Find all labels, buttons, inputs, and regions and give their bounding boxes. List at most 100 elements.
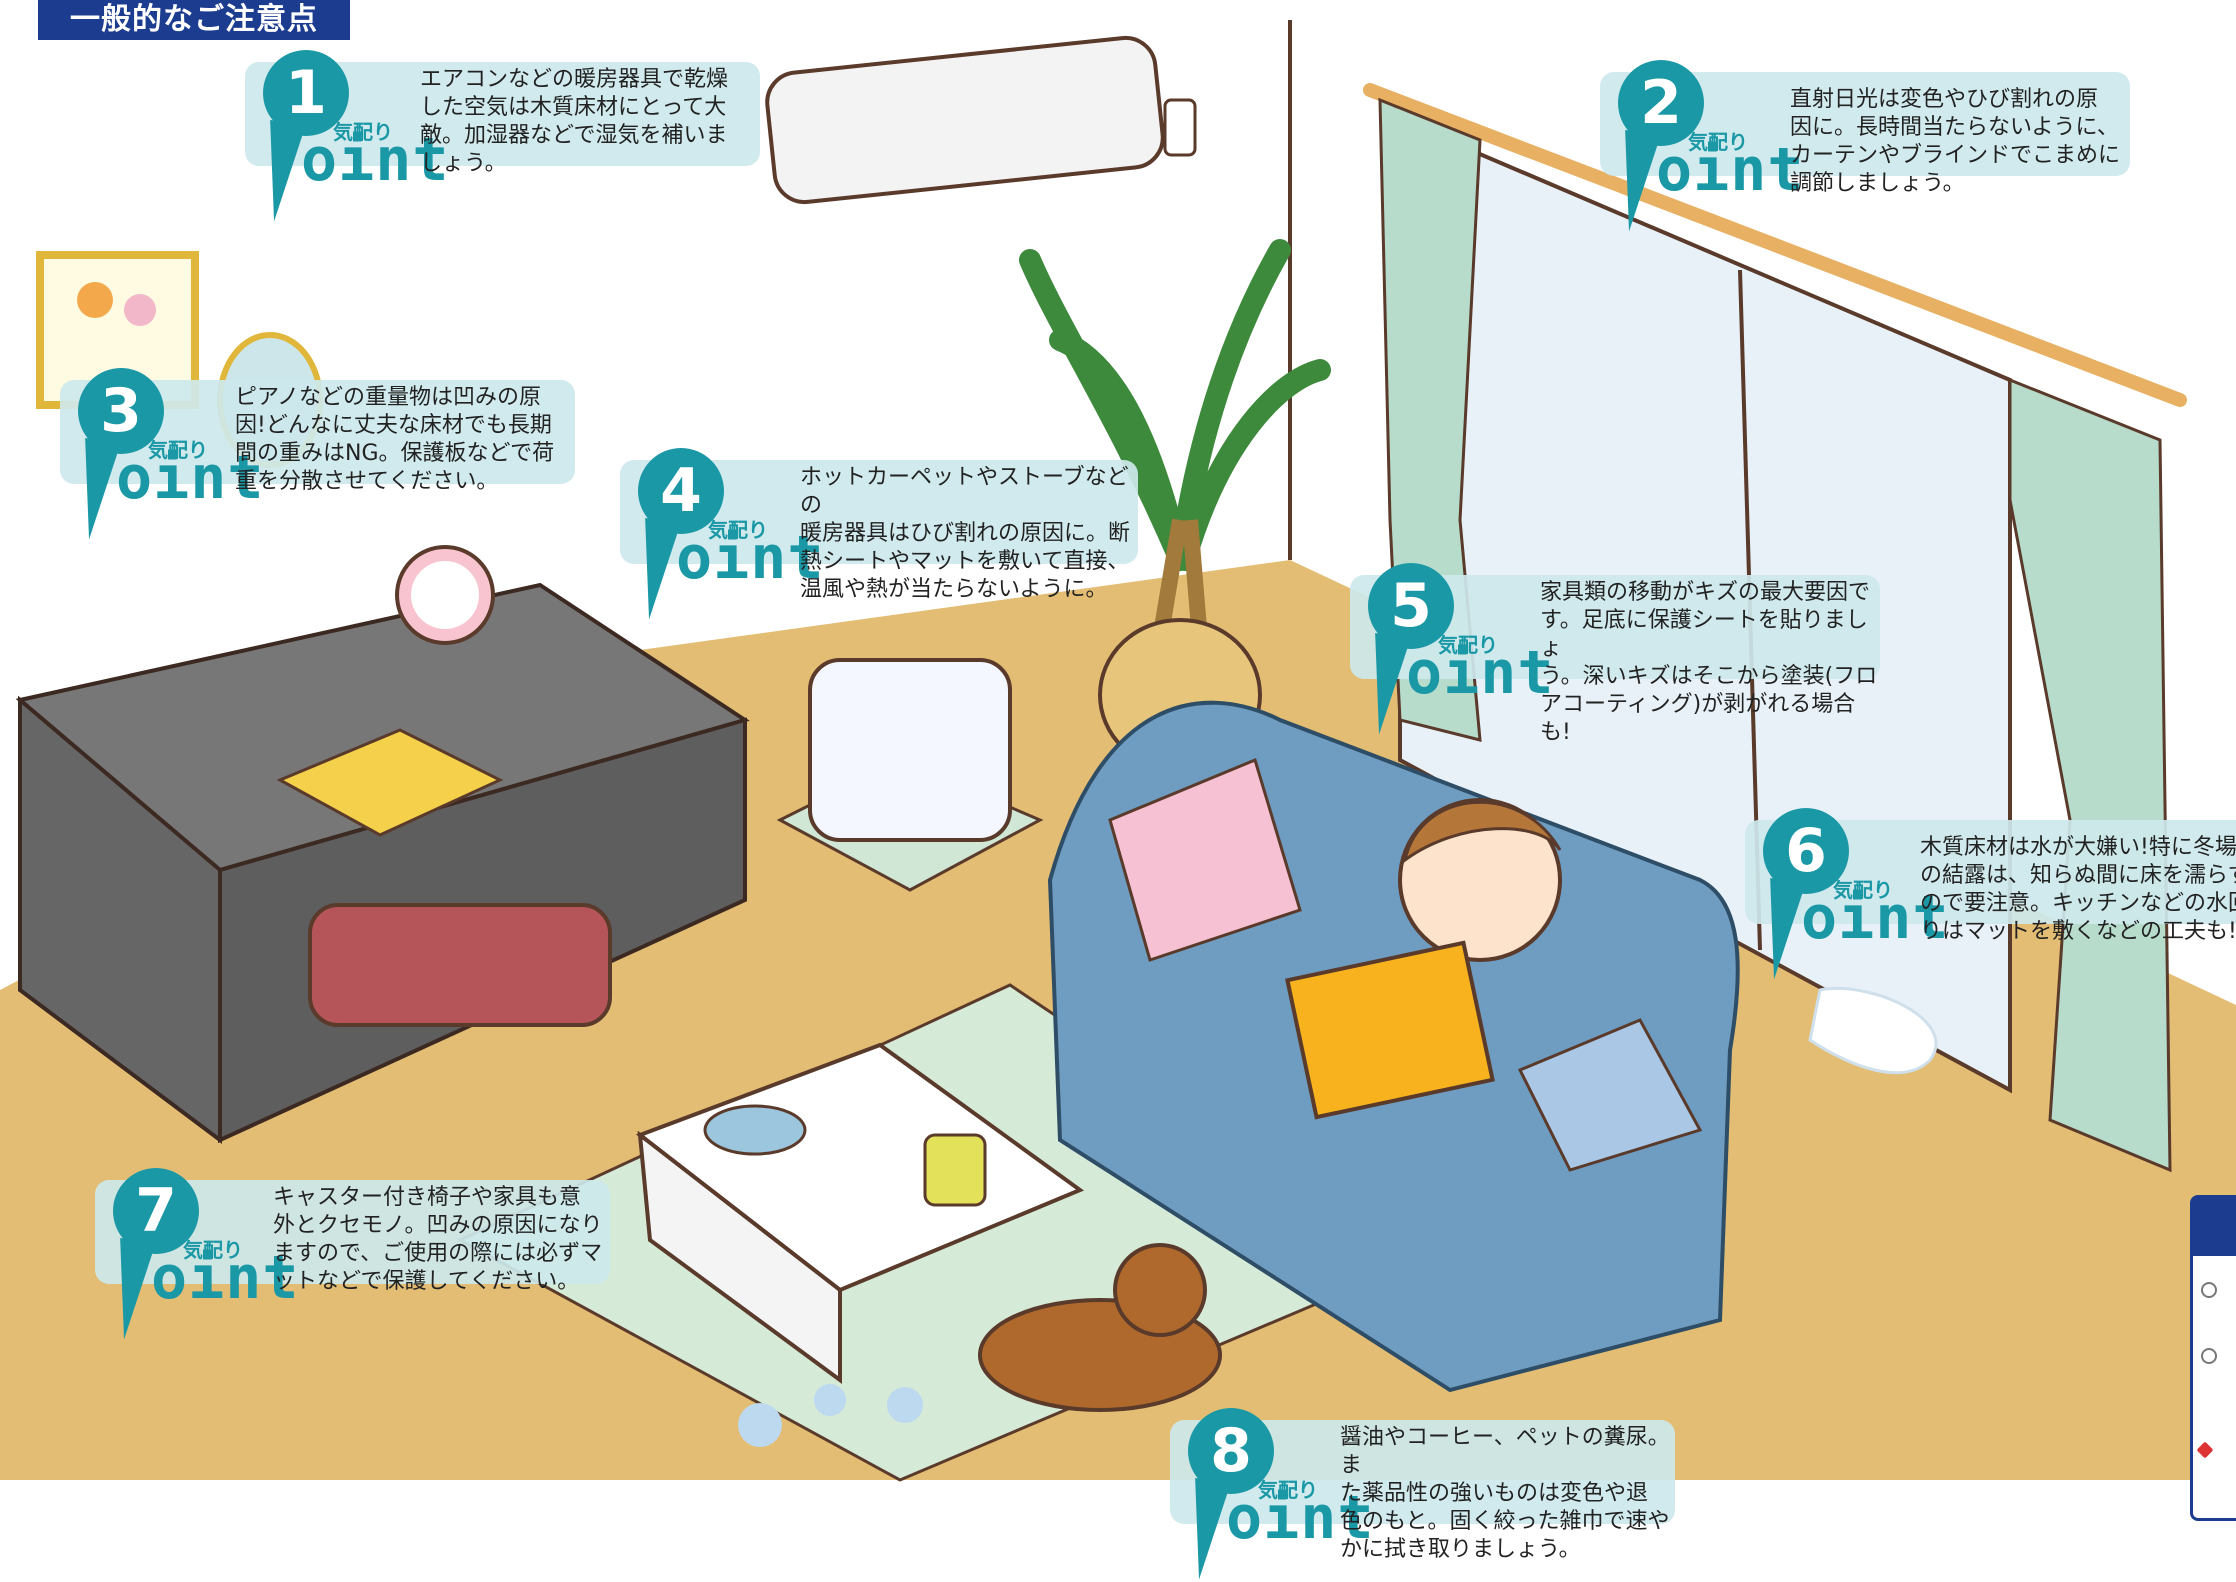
point-6-line: りはマットを敷くなどの工夫も! [1920,919,2236,944]
point-8-number: 8 [1188,1408,1274,1494]
point-5-text: 家具類の移動がキズの最大要因で す。足底に保護シートを貼りましょ う。深いキズは… [1540,579,1880,747]
point-8-text: 醤油やコーヒー、ペットの糞尿。ま た薬品性の強いものは変色や退 色のもと。固く絞… [1340,1424,1675,1564]
point-6-line: 木質床材は水が大嫌い!特に冬場 [1920,835,2236,860]
stain-3 [887,1387,923,1423]
point-1-number: 1 [263,50,349,136]
point-7-number: 7 [113,1168,199,1254]
point-8-line: 色のもと。固く絞った雑巾で速や [1340,1509,1670,1534]
kikubari-label: 気配り [1688,130,1748,154]
boy-hair [1402,800,1562,864]
floor-shade [0,1480,2236,1555]
point-8-line: た薬品性の強いものは変色や退 [1340,1481,1649,1506]
point-1-line: しょう。 [420,151,507,176]
piano-score [276,728,504,837]
point-6-text: 木質床材は水が大嫌い!特に冬場 の結露は、知らぬ間に床を濡らす ので要注意。キッ… [1920,834,2236,946]
point-1-line: エアコンなどの暖房器具で乾燥 [420,67,729,92]
side-panel-bullet [2201,1282,2217,1298]
side-panel-header-bar [2193,1198,2236,1256]
flower-2 [124,294,156,326]
point-logo: oint [1656,135,1805,205]
point-4-line: ホットカーペットやストーブなどの [800,465,1129,518]
point-5-line: アコーティング)が剥がれる場合も! [1540,692,1856,745]
point-logo: oint [676,523,825,593]
point-6-line: ので要注意。キッチンなどの水回 [1920,891,2236,916]
plant-leaves [1019,239,1331,571]
point-2-line: 調節しましょう。 [1790,171,1965,196]
ac-remote [1163,98,1197,157]
point-2-line: 因に。長時間当たらないように、 [1790,115,2119,140]
point-7-line: キャスター付き椅子や家具も意 [273,1185,582,1210]
point-4-text: ホットカーペットやストーブなどの 暖房器具はひび割れの原因に。断 熱シートやマッ… [800,464,1138,604]
point-3-line: 因!どんなに丈夫な床材でも長期 [235,413,552,438]
point-5-callout: 5 気配り oint 家具類の移動がキズの最大要因で す。足底に保護シートを貼り… [1350,563,1880,745]
point-5-line: 家具類の移動がキズの最大要因で [1540,580,1871,605]
point-5-line: う。深いキズはそこから塗装(フロ [1540,664,1878,689]
point-3-number: 3 [78,368,164,454]
point-7-callout: 7 気配り oint キャスター付き椅子や家具も意 外とクセモノ。凹みの原因にな… [95,1168,610,1343]
point-7-text: キャスター付き椅子や家具も意 外とクセモノ。凹みの原因になり ますので、ご使用の… [273,1184,603,1296]
point-8-line: 醤油やコーヒー、ペットの糞尿。ま [1340,1425,1670,1478]
point-2-callout: 2 気配り oint 直射日光は変色やひび割れの原 因に。長時間当たらないように… [1600,60,2130,235]
point-logo: oint [1801,883,1950,953]
point-4-line: 熱シートやマットを敷いて直接、 [800,549,1130,574]
water-puddle [1808,987,1938,1075]
point-8-callout: 8 気配り oint 醤油やコーヒー、ペットの糞尿。ま た薬品性の強いものは変色… [1170,1408,1675,1582]
point-3-callout: 3 気配り oint ピアノなどの重量物は凹みの原 因!どんなに丈夫な床材でも長… [60,368,575,543]
point-tail-shape [1181,1477,1231,1582]
point-8-line: かに拭き取りましょう。 [1340,1537,1581,1562]
point-6-callout: 6 気配り oint 木質床材は水が大嫌い!特に冬場 の結露は、知らぬ間に床を濡… [1745,808,2236,983]
side-panel-bullet [2201,1348,2217,1364]
point-4-callout: 4 気配り oint ホットカーペットやストーブなどの 暖房器具はひび割れの原因… [620,448,1138,623]
point-5-line: す。足底に保護シートを貼りましょ [1540,608,1868,661]
boy-book [1285,940,1495,1120]
curtain-right [2008,377,2172,1173]
point-6-line: の結露は、知らぬ間に床を濡らす [1920,863,2236,888]
kikubari-label: 気配り [1258,1478,1318,1502]
point-3-line: 重を分散させてください。 [235,469,499,494]
kikubari-label: 気配り [708,518,768,542]
point-logo: oint [301,125,450,195]
flower-1 [77,282,113,318]
point-3-line: 間の重みはNG。保護板などで荷 [235,441,555,466]
point-7-line: ますので、ご使用の際には必ずマ [273,1241,603,1266]
juice-glass [923,1133,987,1207]
point-2-number: 2 [1618,60,1704,146]
coffee-cup [703,1104,807,1156]
point-2-line: 直射日光は変色やひび割れの原 [1790,87,2099,112]
point-4-number: 4 [638,448,724,534]
point-4-line: 暖房器具はひび割れの原因に。断 [800,521,1131,546]
point-7-line: 外とクセモノ。凹みの原因になり [273,1213,603,1238]
point-1-line: した空気は木質床材にとって大 [420,95,727,120]
point-7-line: ットなどで保護してください。 [273,1269,580,1294]
side-panel-cropped [2190,1195,2236,1521]
sofa-cushion-pink [1108,757,1302,962]
point-1-line: 敵。加湿器などで湿気を補いま [420,123,728,148]
kikubari-label: 気配り [148,438,208,462]
point-3-line: ピアノなどの重量物は凹みの原 [235,385,542,410]
point-2-text: 直射日光は変色やひび割れの原 因に。長時間当たらないように、 カーテンやブライン… [1790,86,2120,198]
kikubari-label: 気配り [1833,878,1893,902]
kikubari-label: 気配り [333,120,393,144]
side-panel-marker-icon [2196,1441,2214,1459]
point-1-callout: 1 気配り oint エアコンなどの暖房器具で乾燥 した空気は木質床材にとって大… [245,50,760,225]
point-2-line: カーテンやブラインドでこまめに [1790,143,2121,168]
point-logo: oint [1226,1483,1375,1553]
stain-1 [738,1403,782,1447]
point-logo: oint [151,1243,300,1313]
page-header: 一般的なご注意点 [38,0,350,40]
piano-bench [308,903,612,1027]
air-conditioner [765,35,1165,205]
stain-2 [814,1384,846,1416]
kikubari-label: 気配り [1438,633,1498,657]
heater [808,658,1012,842]
point-6-number: 6 [1763,808,1849,894]
point-logo: oint [1406,638,1555,708]
curtain-rod [1363,83,2187,407]
kikubari-label: 気配り [183,1238,243,1262]
point-5-number: 5 [1368,563,1454,649]
coffee-table-side [637,1130,842,1384]
piano-clock-face [411,561,479,629]
sofa-cushion-blue [1517,1018,1703,1172]
point-logo: oint [116,443,265,513]
